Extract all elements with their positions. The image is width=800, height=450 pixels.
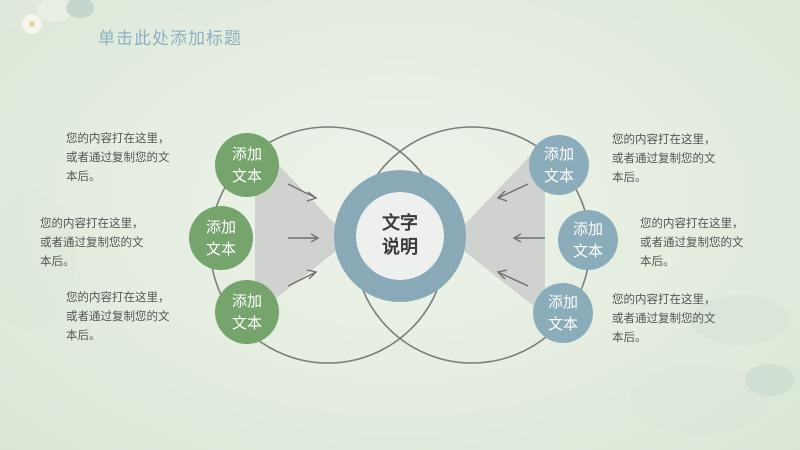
desc-line: 您的内容打在这里， [66,131,170,145]
desc-line: 本后。 [612,330,647,344]
desc-line: 本后。 [66,328,101,342]
right-node-1-label[interactable]: 添加 文本 [529,143,589,187]
floral-decoration-top-left [0,0,94,34]
node-text-line1: 添加 [572,220,603,238]
center-label-line2: 说明 [382,237,418,258]
floral-decoration-left [0,190,75,330]
desc-line: 本后。 [640,254,675,268]
desc-line: 或者通过复制您的文 [640,235,744,249]
node-text-line2: 文本 [231,167,262,185]
desc-line: 或者通过复制您的文 [612,151,716,165]
center-label-line1: 文字 [382,213,418,234]
right-wedge [450,140,545,315]
arrow-right-top [497,183,529,199]
desc-line: 本后。 [612,170,647,184]
node-text-line1: 添加 [543,145,574,163]
right-node-2-label[interactable]: 添加 文本 [558,218,618,262]
right-node-3-label[interactable]: 添加 文本 [533,291,593,335]
left-wedge [255,140,350,315]
desc-line: 本后。 [40,254,75,268]
left-description-1[interactable]: 您的内容打在这里， 或者通过复制您的文 本后。 [66,129,201,186]
node-text-line1: 添加 [231,145,262,163]
node-text-line2: 文本 [543,167,574,185]
left-description-2[interactable]: 您的内容打在这里， 或者通过复制您的文 本后。 [40,214,175,271]
left-node-1-label[interactable]: 添加 文本 [217,143,277,187]
right-description-2[interactable]: 您的内容打在这里， 或者通过复制您的文 本后。 [640,214,775,271]
desc-line: 或者通过复制您的文 [66,150,170,164]
arrow-left-bottom [287,271,317,287]
left-description-3[interactable]: 您的内容打在这里， 或者通过复制您的文 本后。 [66,288,201,345]
node-text-line2: 文本 [205,240,236,258]
slide-title[interactable]: 单击此处添加标题 [98,29,242,49]
right-description-3[interactable]: 您的内容打在这里， 或者通过复制您的文 本后。 [612,290,747,347]
node-text-line1: 添加 [205,218,236,236]
desc-line: 您的内容打在这里， [612,292,716,306]
right-description-1[interactable]: 您的内容打在这里， 或者通过复制您的文 本后。 [612,130,747,187]
left-node-1 [215,133,279,197]
desc-line: 您的内容打在这里， [66,290,170,304]
floral-decoration-bottom-right [630,295,795,435]
right-node-3 [533,283,593,343]
center-fill [356,192,444,280]
left-node-3 [215,280,279,344]
desc-line: 或者通过复制您的文 [40,235,144,249]
desc-line: 或者通过复制您的文 [66,309,170,323]
desc-line: 本后。 [66,169,101,183]
center-label[interactable]: 文字 说明 [360,212,440,260]
left-node-2-label[interactable]: 添加 文本 [191,216,251,260]
left-node-2 [189,206,253,270]
desc-line: 您的内容打在这里， [640,216,744,230]
arrow-right-bottom [497,271,529,287]
node-text-line1: 添加 [231,292,262,310]
desc-line: 您的内容打在这里， [612,132,716,146]
desc-line: 您的内容打在这里， [40,216,144,230]
left-node-3-label[interactable]: 添加 文本 [217,290,277,334]
node-text-line2: 文本 [547,315,578,333]
desc-line: 或者通过复制您的文 [612,311,716,325]
node-text-line2: 文本 [572,242,603,260]
arrow-left-top [287,183,317,199]
node-text-line2: 文本 [231,314,262,332]
node-text-line1: 添加 [547,293,578,311]
right-node-2 [558,210,618,270]
right-node-1 [529,135,589,195]
